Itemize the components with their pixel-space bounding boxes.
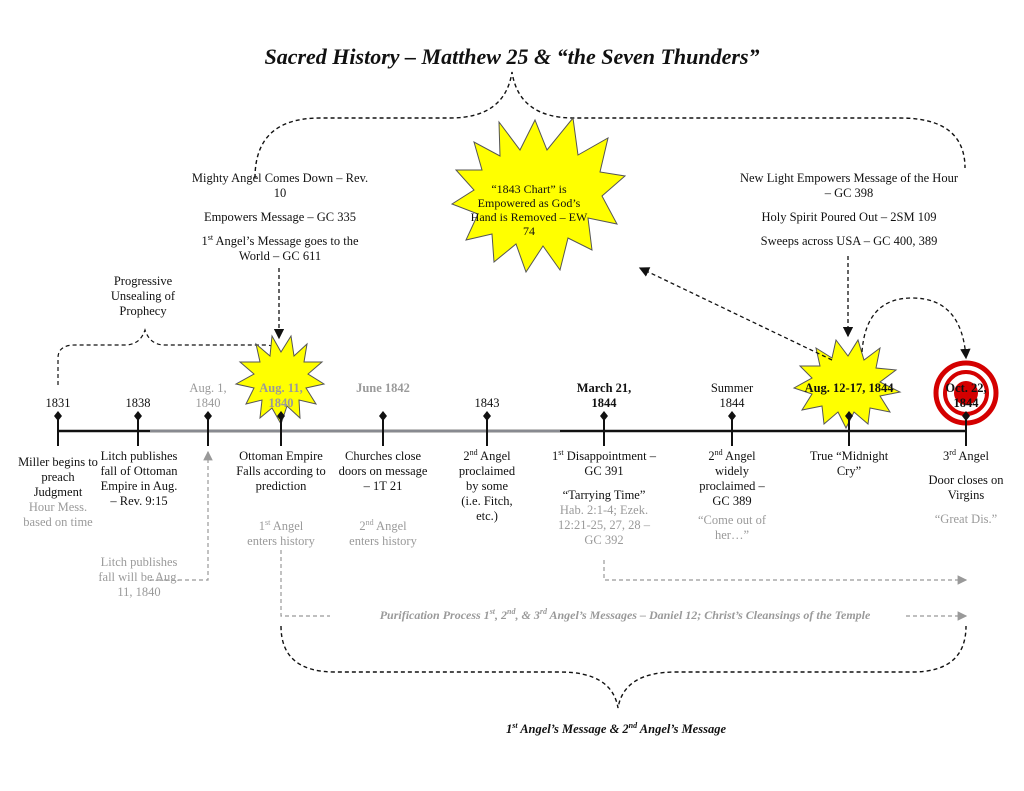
date-summer-1844: Summer 1844 xyxy=(710,381,754,410)
event-third-angel: 3rd Angel xyxy=(943,447,989,463)
date-1843: 1843 xyxy=(474,396,500,410)
new-light-notes: New Light Empowers Message of the Hour –… xyxy=(738,171,960,258)
center-starburst xyxy=(450,116,627,274)
date-1838: 1838 xyxy=(125,396,151,410)
event-door-closes: Door closes on Virgins xyxy=(928,473,1004,502)
event-ottoman-falls: Ottoman Empire Falls according to predic… xyxy=(236,449,326,493)
date-oct22-1844: Oct. 22, 1844 xyxy=(945,381,987,410)
litch-arrow xyxy=(150,450,213,581)
date-june-1842: June 1842 xyxy=(356,381,410,395)
top-brace xyxy=(254,71,966,179)
diagram-title: Sacred History – Matthew 25 & “the Seven… xyxy=(264,44,760,69)
date-aug11-1840: Aug. 11, 1840 xyxy=(259,381,303,410)
note-new-light: New Light Empowers Message of the Hour –… xyxy=(739,171,958,200)
aug12-to-oct22-arrow xyxy=(861,297,971,360)
aug12-starburst xyxy=(792,338,902,430)
event-first-disappointment: 1st Disappointment – GC 391 xyxy=(552,447,656,478)
progressive-brace xyxy=(57,328,281,385)
event-great-dis: “Great Dis.” xyxy=(934,512,998,526)
timeline-diamonds xyxy=(54,411,970,421)
event-midnight-cry: True “Midnight Cry” xyxy=(809,449,889,478)
event-litch-publishes: Litch publishes fall of Ottoman Empire i… xyxy=(100,449,178,508)
event-tarrying-refs: Hab. 2:1-4; Ezek. 12:21-25, 27, 28 – GC … xyxy=(557,503,650,547)
note-mighty-angel: Mighty Angel Comes Down – Rev. 10 xyxy=(191,171,369,200)
purification-arrow xyxy=(280,550,966,616)
event-miller: Miller begins to preach Judgment xyxy=(18,455,98,499)
tarrying-arrow xyxy=(603,560,968,585)
event-come-out: “Come out of her…” xyxy=(697,513,767,542)
date-aug12-17-1844: Aug. 12-17, 1844 xyxy=(804,381,894,395)
event-second-angel-enters: 2nd Angel enters history xyxy=(349,517,417,548)
note-first-angel-world: 1st Angel’s Message goes to the World – … xyxy=(201,232,359,263)
target-center xyxy=(954,381,978,405)
purification-label: Purification Process 1st, 2nd, & 3rd Ang… xyxy=(379,607,871,623)
progressive-unsealing-label: Progressive Unsealing of Prophecy xyxy=(110,274,176,318)
event-widely-proclaimed: 2nd Angel widely proclaimed – GC 389 xyxy=(699,447,765,508)
event-litch-fall-date: Litch publishes fall will be Aug. 11, 18… xyxy=(98,555,180,599)
event-churches-close: Churches close doors on message – 1T 21 xyxy=(338,449,428,493)
event-miller-sub: Hour Mess. based on time xyxy=(23,500,93,529)
date-1831: 1831 xyxy=(45,396,71,410)
date-march-1844: March 21, 1844 xyxy=(576,381,632,410)
event-first-angel-enters: 1st Angel enters history xyxy=(247,517,315,548)
event-tarrying-time: “Tarrying Time” xyxy=(562,488,646,502)
bottom-brace-label: 1st Angel’s Message & 2nd Angel’s Messag… xyxy=(505,720,727,736)
event-second-angel-proclaimed: 2nd Angel proclaimed by some (i.e. Fitch… xyxy=(458,447,516,523)
note-sweeps-usa: Sweeps across USA – GC 400, 389 xyxy=(760,234,938,248)
bottom-brace xyxy=(280,625,967,709)
center-burst-text: “1843 Chart” is Empowered as God’s Hand … xyxy=(470,182,588,238)
mighty-angel-notes: Mighty Angel Comes Down – Rev. 10 Empowe… xyxy=(186,171,374,273)
note-empowers-message: Empowers Message – GC 335 xyxy=(203,210,357,224)
aug12-to-chart-arrow xyxy=(638,267,833,361)
note-holy-spirit: Holy Spirit Poured Out – 2SM 109 xyxy=(761,210,937,224)
date-aug1-1840: Aug. 1, 1840 xyxy=(189,381,227,410)
